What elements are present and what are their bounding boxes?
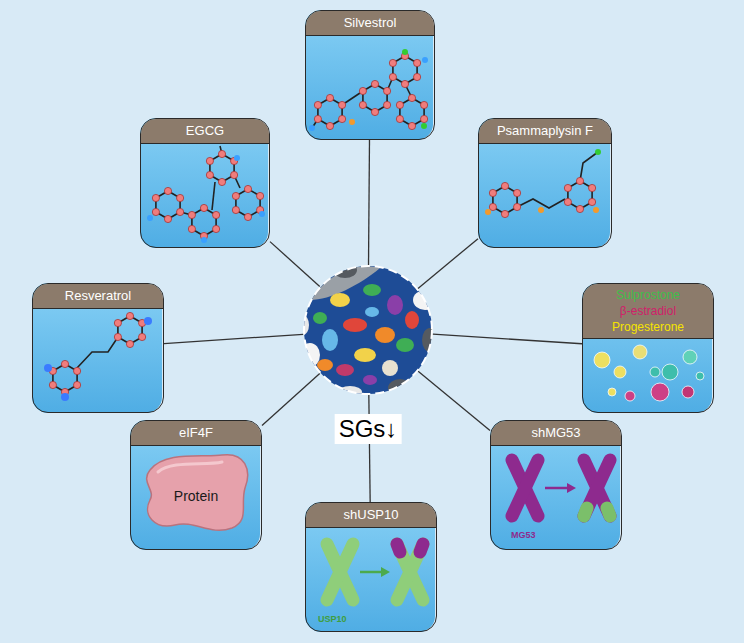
treatment-box: EGCG — [140, 118, 270, 248]
box-header: Sulprostoneβ-estradiolProgesterone — [583, 284, 713, 339]
connector-line — [369, 395, 370, 502]
connector-line — [270, 242, 320, 287]
connector-line — [164, 334, 303, 343]
header-text: EGCG — [147, 122, 263, 140]
gene-label: MG53 — [511, 529, 536, 541]
connector-line — [433, 334, 582, 344]
box-header: shUSP10 — [306, 503, 436, 528]
granule-label: SGs↓ — [335, 414, 402, 444]
treatment-box: Psammaplysin F — [478, 118, 612, 248]
header-text: Sulprostone — [589, 287, 707, 303]
header-text: shUSP10 — [312, 506, 430, 524]
header-text: eIF4F — [137, 424, 255, 442]
connector-line — [368, 140, 370, 265]
box-header: EGCG — [141, 119, 269, 144]
treatment-box: shUSP10USP10 — [305, 502, 437, 632]
box-header: eIF4F — [131, 421, 261, 446]
header-text: Psammaplysin F — [485, 122, 605, 140]
treatment-box: Resveratrol — [32, 283, 164, 413]
header-text: Resveratrol — [39, 287, 157, 305]
connector-line — [418, 371, 490, 430]
header-text: shMG53 — [497, 424, 615, 442]
treatment-box: Sulprostoneβ-estradiolProgesterone — [582, 283, 714, 413]
treatment-box: Silvestrol — [305, 10, 435, 140]
header-text: Silvestrol — [312, 14, 428, 32]
box-header: shMG53 — [491, 421, 621, 446]
box-header: Resveratrol — [33, 284, 163, 309]
header-text: Progesterone — [589, 319, 707, 335]
protein-label: Protein — [174, 488, 218, 505]
stress-granule: SGs↓ — [304, 266, 432, 394]
box-header: Psammaplysin F — [479, 119, 611, 144]
treatment-box: shMG53MG53 — [490, 420, 622, 550]
treatment-box: eIF4F Protein — [130, 420, 262, 550]
connector-line — [418, 239, 478, 289]
box-header: Silvestrol — [306, 11, 434, 36]
header-text: β-estradiol — [589, 303, 707, 319]
gene-label: USP10 — [318, 613, 347, 625]
connector-line — [262, 374, 320, 426]
